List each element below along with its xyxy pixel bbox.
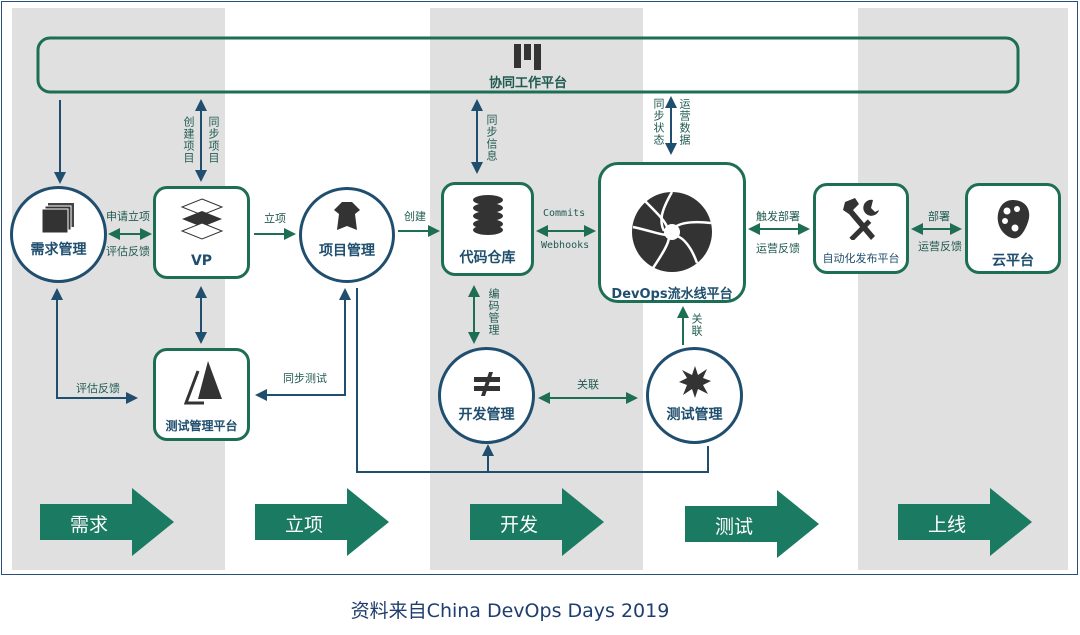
edge-label: Commits xyxy=(543,208,586,219)
stage-label: 需求 xyxy=(70,514,109,536)
node-project-management[interactable]: 项目管理 xyxy=(299,187,395,283)
edge-label: 评估反馈 xyxy=(106,245,150,258)
platform-border xyxy=(36,36,1020,94)
stage-arrow-demand: 需求 xyxy=(40,488,174,556)
node-label: 测试管理 xyxy=(666,407,723,423)
palette-icon xyxy=(997,200,1030,239)
node-label: DevOps流水线平台 xyxy=(611,287,733,302)
edge-label: 同步测试 xyxy=(283,372,327,385)
stage-band-release xyxy=(858,8,1068,570)
edge-label: 关联 xyxy=(690,313,703,337)
node-cloud-platform[interactable]: 云平台 xyxy=(965,183,1061,274)
edge-label: 同步状态 xyxy=(652,98,665,146)
stage-label: 立项 xyxy=(285,514,324,536)
node-label: 代码仓库 xyxy=(459,250,516,266)
edge-label: 申请立项 xyxy=(106,210,150,223)
edge-label: 评估反馈 xyxy=(76,382,120,395)
node-label: 云平台 xyxy=(992,253,1034,269)
aperture-icon xyxy=(632,191,712,272)
platform-title: 协同工作平台 xyxy=(488,76,567,91)
stage-arrow-approve: 立项 xyxy=(255,488,389,556)
node-dev-management[interactable]: 开发管理 xyxy=(438,347,535,444)
edge-label: 立项 xyxy=(264,212,286,225)
kanban-icon xyxy=(514,44,541,70)
edge-label: 创建 xyxy=(404,210,426,223)
edge-label: 触发部署 xyxy=(756,210,800,223)
edge-label: 关联 xyxy=(577,378,599,391)
node-code-repository[interactable]: 代码仓库 xyxy=(441,182,534,276)
stage-arrow-test: 测试 xyxy=(685,490,819,558)
database-icon xyxy=(472,195,503,235)
triangle-icon xyxy=(183,361,222,405)
edge-label: 同步项目 xyxy=(207,116,220,164)
node-label: VP xyxy=(190,253,213,269)
stage-arrow-dev: 开发 xyxy=(470,488,604,556)
burst-icon xyxy=(678,366,711,398)
stage-label: 上线 xyxy=(928,514,967,536)
edge-label: 编码管理 xyxy=(487,288,500,336)
node-label: 项目管理 xyxy=(319,243,375,259)
edge-label: Webhooks xyxy=(541,240,590,251)
node-devops-pipeline[interactable]: DevOps流水线平台 xyxy=(598,162,746,303)
node-test-platform[interactable]: 测试管理平台 xyxy=(153,348,250,441)
stage-arrow-release: 上线 xyxy=(898,488,1032,556)
diagram-frame xyxy=(1,1,1078,575)
node-auto-release[interactable]: 自动化发布平台 xyxy=(813,183,909,274)
node-label: 开发管理 xyxy=(458,407,515,423)
edge-label: 创建项目 xyxy=(182,116,195,164)
edge-label: 运营反馈 xyxy=(918,240,962,253)
node-test-management[interactable]: 测试管理 xyxy=(646,347,743,444)
source-caption: 资料来自China DevOps Days 2019 xyxy=(350,600,670,622)
node-demand-management[interactable]: 需求管理 xyxy=(10,186,107,283)
stage-label: 测试 xyxy=(715,516,754,538)
leather-hide-icon xyxy=(334,202,360,230)
not-equal-icon xyxy=(473,372,500,396)
edge-label: 运营反馈 xyxy=(756,242,800,255)
layers-icon xyxy=(180,198,223,240)
stage-label: 开发 xyxy=(500,514,539,536)
node-label: 自动化发布平台 xyxy=(822,252,900,265)
edge-label: 同步信息 xyxy=(485,114,498,162)
tools-icon xyxy=(843,198,879,240)
edge-label: 部署 xyxy=(928,210,950,223)
node-label: 需求管理 xyxy=(30,242,87,258)
node-vp[interactable]: VP xyxy=(153,186,250,279)
stacked-docs-icon xyxy=(41,203,74,233)
node-label: 测试管理平台 xyxy=(165,419,238,433)
edge-label: 运营数据 xyxy=(678,98,691,146)
